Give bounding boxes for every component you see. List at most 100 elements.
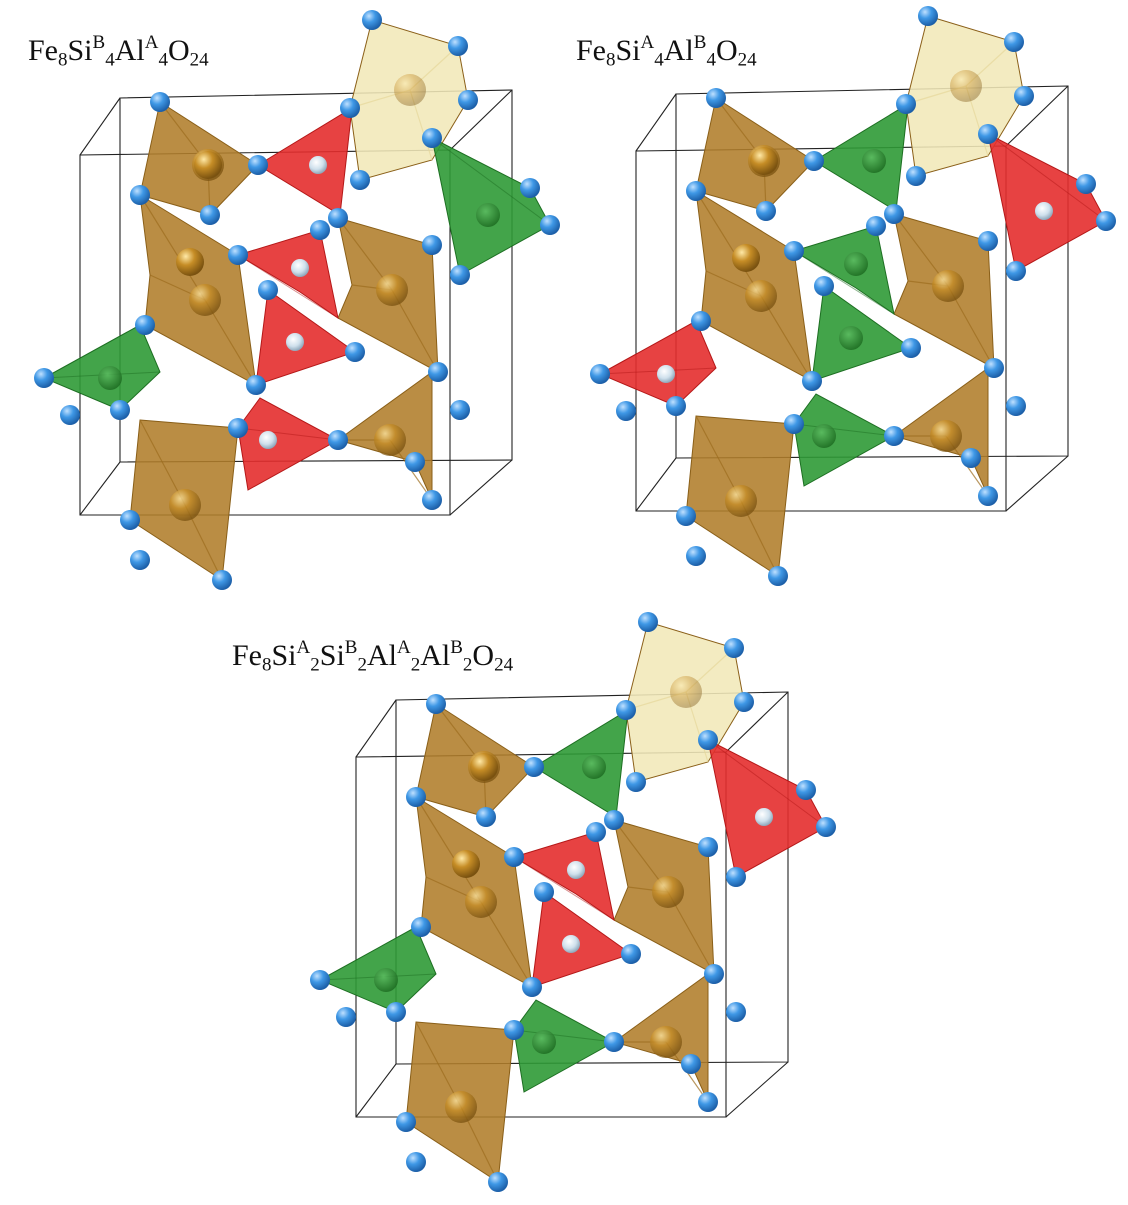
formula-1-part-9: 24 [189,49,209,71]
oxygen-atom [406,787,426,807]
oxygen-atom [310,220,330,240]
oxygen-atom [676,506,696,526]
formula-3-part-11: Al [420,639,451,672]
oxygen-atom [340,98,360,118]
fe-octahedron-mid-left-edge-0 [415,796,482,903]
formula-1-part-3: B [92,32,106,54]
tetra-site-2 [987,133,1107,272]
formula-1-part-8: O [167,34,190,67]
al-atom [582,755,606,779]
al-atom [844,252,868,276]
formula-3-part-2: Si [271,639,297,672]
fe-atom [169,489,201,521]
al-atom [374,968,398,992]
oxygen-atom [756,201,776,221]
formula-3-part-8: Al [366,639,397,672]
oxygen-atom [978,124,998,144]
oxygen-atom [350,170,370,190]
unit-cell-1-edge-2 [449,459,513,516]
tetra-site-2-edge [431,137,551,226]
oxygen-atom [448,36,468,56]
oxygen-atom [1006,261,1026,281]
formula-2-part-4: 4 [654,49,664,71]
tetra-site-5 [318,926,437,1013]
oxygen-atom [450,400,470,420]
oxygen-atom [345,342,365,362]
formula-3-part-7: 2 [357,654,367,676]
oxygen-atom [961,448,981,468]
fe-atom [470,753,498,781]
oxygen-atom [896,94,916,114]
oxygen-atom [135,315,155,335]
oxygen-atom [476,807,496,827]
tetra-site-6-edge [513,1029,615,1043]
formula-2-part-6: B [693,32,707,54]
fe-atom [745,280,777,312]
formula-2-part-7: 4 [706,49,716,71]
oxygen-atom [816,817,836,837]
oxygen-atom [504,1020,524,1040]
oxygen-atom [362,10,382,30]
oxygen-atom [228,245,248,265]
oxygen-atom [405,452,425,472]
formula-1-part-7: 4 [158,49,168,71]
oxygen-atom [130,550,150,570]
al-atom [532,1030,556,1054]
fe-octahedron-lower-left-edge-0 [415,1021,462,1108]
tetra-site-5 [42,324,161,411]
fe-atom [932,270,964,302]
oxygen-atom [734,692,754,712]
formula-1-part-4: 4 [105,49,115,71]
oxygen-atom [411,917,431,937]
oxygen-atom [422,235,442,255]
oxygen-atom [1076,174,1096,194]
oxygen-atom [130,185,150,205]
formula-3-part-6: B [344,637,358,659]
fe-octahedron-mid-left-edge-0 [139,194,206,301]
oxygen-atom [681,1054,701,1074]
oxygen-atom [504,847,524,867]
oxygen-atom [724,638,744,658]
oxygen-atom [228,418,248,438]
si-atom [657,365,675,383]
unit-cell-3-edge-0 [355,699,397,758]
oxygen-atom [802,371,822,391]
oxygen-atom [866,216,886,236]
oxygen-atom [804,151,824,171]
unit-cell-3-edge-1 [725,691,789,753]
fe-atom [374,424,406,456]
fe-atom [930,420,962,452]
si-atom [1035,202,1053,220]
fe-octahedron-mid-left [695,190,813,382]
formula-1-part-6: A [144,32,159,54]
formula-1-part-5: Al [114,34,145,67]
fe-octahedron-mid-left-edge-2 [480,901,533,988]
fe-atom [725,485,757,517]
formula-2-part-9: 24 [737,49,757,71]
tetra-site-1-face [533,709,629,818]
al-atom [476,203,500,227]
unit-cell-1-edge-1 [449,89,513,151]
unit-cell-3-edge-3 [355,1063,397,1118]
oxygen-atom [396,1112,416,1132]
fe-octahedron-mid-left-edge-2 [204,299,257,386]
fe-atom [650,1026,682,1058]
oxygen-atom [34,368,54,388]
si-atom [309,156,327,174]
oxygen-atom [586,822,606,842]
formula-2-part-1: 8 [606,49,616,71]
tetra-site-5-face [42,324,161,411]
oxygen-atom [110,400,130,420]
oxygen-atom [621,944,641,964]
fe-atom [652,876,684,908]
tetra-site-3-edge [513,856,615,921]
tetra-site-1-face [813,103,909,212]
oxygen-atom [726,867,746,887]
fe-octahedron-lower-right [336,371,433,501]
oxygen-atom [328,430,348,450]
oxygen-atom [422,490,442,510]
tetra-site-1 [533,709,629,818]
tetra-site-6 [513,999,616,1093]
tetra-site-4-face [531,891,633,988]
oxygen-atom [604,810,624,830]
